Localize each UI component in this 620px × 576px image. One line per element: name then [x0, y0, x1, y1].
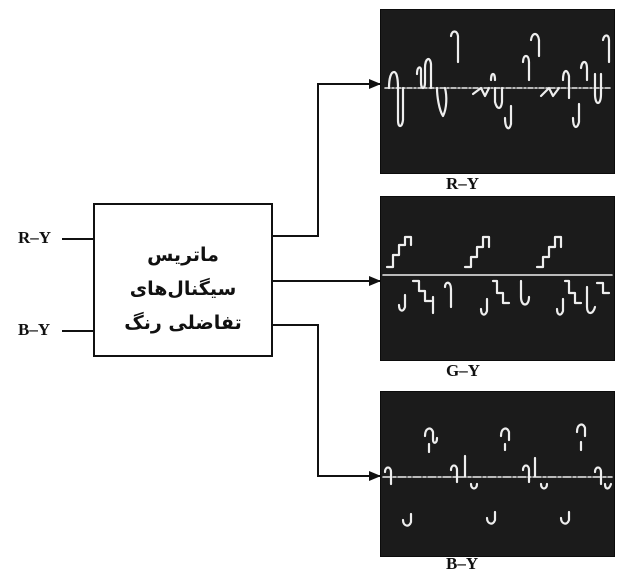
waveform-r-y [384, 30, 611, 130]
waveform-b-y [382, 423, 613, 527]
matrix-box [93, 203, 273, 357]
caption-g-y: G–Y [446, 361, 480, 380]
output-arrow-b-y [272, 324, 381, 481]
matrix-box-line2: تفاضلی رنگ [124, 312, 242, 334]
output-arrow-r-y [272, 79, 381, 237]
oscilloscope-b-y [380, 391, 615, 557]
oscilloscope-g-y [380, 196, 615, 361]
waveform-g-y [382, 235, 613, 316]
matrix-box-line1: ماتریس سیگنال‌های [129, 244, 237, 300]
input-label-b-y: B–Y [18, 320, 51, 339]
input-label-r-y: R–Y [18, 228, 52, 247]
caption-b-y: B–Y [446, 554, 479, 573]
matrix-box-label: ماتریس سیگنال‌های تفاضلی رنگ [94, 238, 272, 340]
oscilloscope-r-y [380, 9, 615, 174]
caption-r-y: R–Y [446, 174, 480, 193]
